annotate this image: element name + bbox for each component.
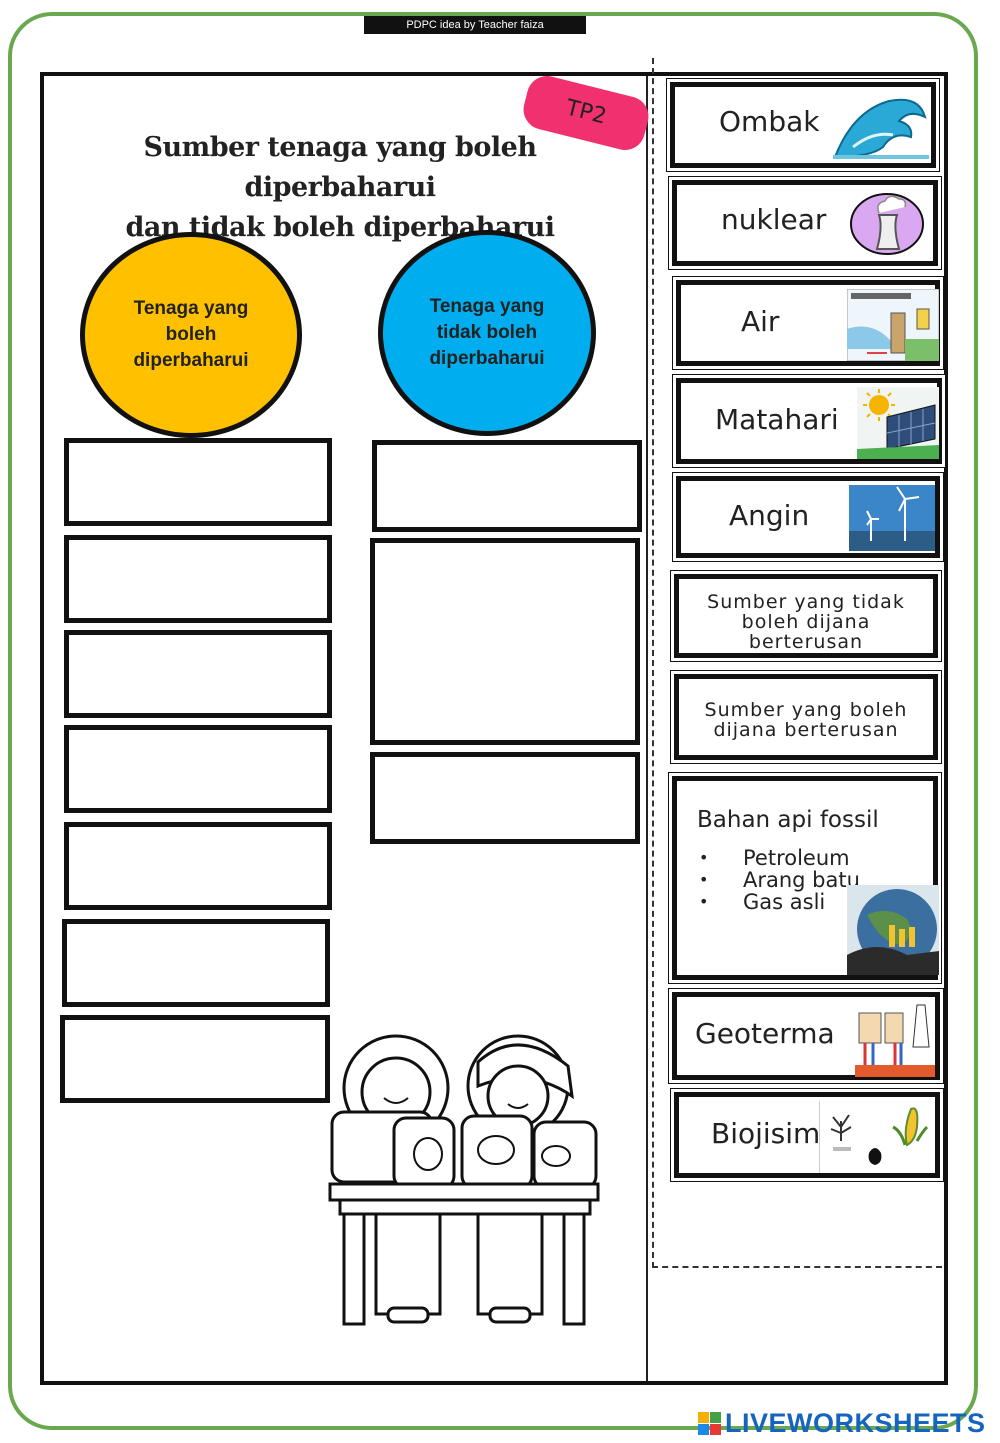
card-berterusan-line-1: Sumber yang boleh: [704, 699, 908, 721]
renewable-drop-zone-1[interactable]: [64, 438, 332, 526]
non-renewable-drop-zone-3[interactable]: [370, 752, 640, 844]
hydroelectric-diagram-icon: [847, 289, 939, 361]
fossil-item-petroleum: Petroleum: [699, 847, 860, 869]
renewable-drop-zone-3[interactable]: [64, 630, 332, 718]
worksheet-title: Sumber tenaga yang boleh diperbaharui da…: [60, 128, 620, 248]
card-matahari[interactable]: Matahari: [676, 378, 942, 464]
card-air[interactable]: Air: [676, 280, 940, 366]
kids-with-jars-illustration: [328, 1034, 600, 1326]
card-sumber-berterusan[interactable]: Sumber yang boleh dijana berterusan: [674, 674, 938, 760]
column-divider: [646, 76, 648, 1381]
card-nuklear-label: nuklear: [721, 203, 827, 236]
renewable-category-circle: Tenaga yang boleh diperbaharui: [80, 232, 302, 438]
card-sumber-tidak-berterusan[interactable]: Sumber yang tidak boleh dijana berterusa…: [674, 574, 938, 658]
non-renewable-drop-zone-1[interactable]: [372, 440, 642, 532]
fossil-fuel-globe-icon: [847, 885, 939, 975]
non-renewable-category-label: Tenaga yang tidak boleh diperbaharui: [429, 296, 545, 369]
non-renewable-category-circle: Tenaga yang tidak boleh diperbaharui: [378, 230, 596, 436]
renewable-drop-zone-6[interactable]: [62, 919, 330, 1007]
fossil-item-arang-batu: Arang batu: [699, 869, 860, 891]
geothermal-diagram-icon: [855, 1001, 935, 1077]
cut-line-vertical: [652, 58, 654, 1268]
cut-line-horizontal: [652, 1266, 942, 1268]
card-biojisim-label: Biojisim: [711, 1117, 821, 1150]
card-berterusan-line-2: dijana berterusan: [713, 719, 899, 741]
fossil-item-gas-asli: Gas asli: [699, 891, 860, 913]
renewable-drop-zone-5[interactable]: [64, 822, 332, 910]
card-fossil-title: Bahan api fossil: [697, 807, 879, 833]
liveworksheets-wordmark: LIVEWORKSHEETS: [725, 1408, 986, 1438]
card-geoterma[interactable]: Geoterma: [672, 992, 940, 1080]
card-tidak-berterusan-line-1: Sumber yang tidak: [707, 591, 905, 613]
card-biojisim[interactable]: Biojisim: [674, 1092, 940, 1178]
wind-turbine-icon: [849, 485, 935, 551]
nuclear-plant-icon: [850, 193, 924, 255]
solar-panel-icon: [857, 387, 939, 459]
card-angin-label: Angin: [729, 499, 810, 532]
card-tidak-berterusan-line-2: boleh dijana: [741, 611, 871, 633]
renewable-drop-zone-7[interactable]: [60, 1015, 330, 1103]
liveworksheets-logo: LIVEWORKSHEETS: [698, 1408, 986, 1438]
renewable-category-label: Tenaga yang boleh diperbaharui: [133, 298, 249, 371]
card-geoterma-label: Geoterma: [695, 1017, 835, 1050]
card-ombak-label: Ombak: [719, 105, 820, 138]
credit-banner: PDPC idea by Teacher faiza: [364, 16, 586, 34]
card-tidak-berterusan-line-3: berterusan: [748, 631, 864, 653]
biomass-icon: [819, 1101, 935, 1173]
card-air-label: Air: [741, 305, 780, 338]
card-nuklear[interactable]: nuklear: [672, 180, 938, 266]
renewable-drop-zone-2[interactable]: [64, 535, 332, 623]
card-angin[interactable]: Angin: [676, 476, 940, 558]
non-renewable-drop-zone-2[interactable]: [370, 538, 640, 745]
wave-icon: [833, 98, 929, 159]
fossil-fuel-list: Petroleum Arang batu Gas asli: [699, 847, 860, 913]
card-ombak[interactable]: Ombak: [670, 82, 936, 168]
renewable-drop-zone-4[interactable]: [64, 725, 332, 813]
worksheet: [40, 72, 948, 1385]
liveworksheets-mark-icon: [698, 1411, 721, 1435]
card-bahan-api-fossil[interactable]: Bahan api fossil Petroleum Arang batu Ga…: [672, 776, 939, 980]
card-matahari-label: Matahari: [715, 403, 839, 436]
title-line-1: Sumber tenaga yang boleh diperbaharui: [143, 132, 537, 203]
page-frame: [8, 12, 978, 1430]
